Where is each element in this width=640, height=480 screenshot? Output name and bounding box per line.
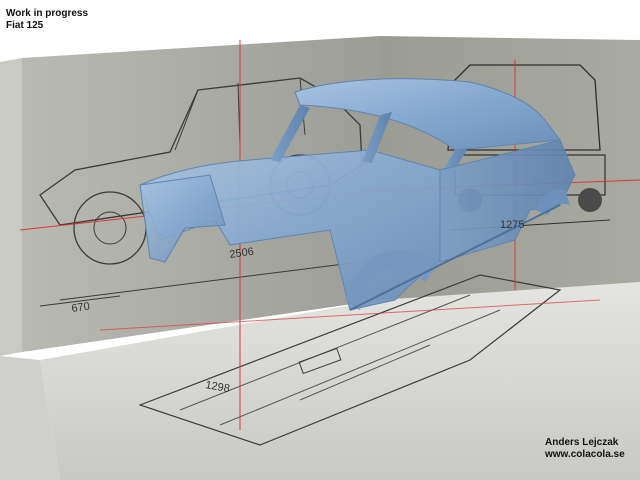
author-credit: Anders Lejczak www.colacola.se xyxy=(545,437,625,461)
dimension-wheelbase: 2506 xyxy=(229,246,255,261)
car-body-shell-model xyxy=(139,78,576,311)
credit-author: Anders Lejczak xyxy=(545,437,619,448)
dimension-floor: 1298 xyxy=(204,379,230,395)
title-caption: Work in progress Fiat 125 xyxy=(6,8,88,32)
caption-model: Fiat 125 xyxy=(6,20,44,31)
floor-blueprint-panel xyxy=(0,274,640,480)
dimension-front-overhang: 670 xyxy=(71,301,91,315)
credit-website: www.colacola.se xyxy=(545,449,625,460)
caption-status: Work in progress xyxy=(6,8,89,19)
dimension-track: 1275 xyxy=(500,219,524,231)
blueprint-dimensions: 670 2506 1275 1298 xyxy=(71,219,525,395)
